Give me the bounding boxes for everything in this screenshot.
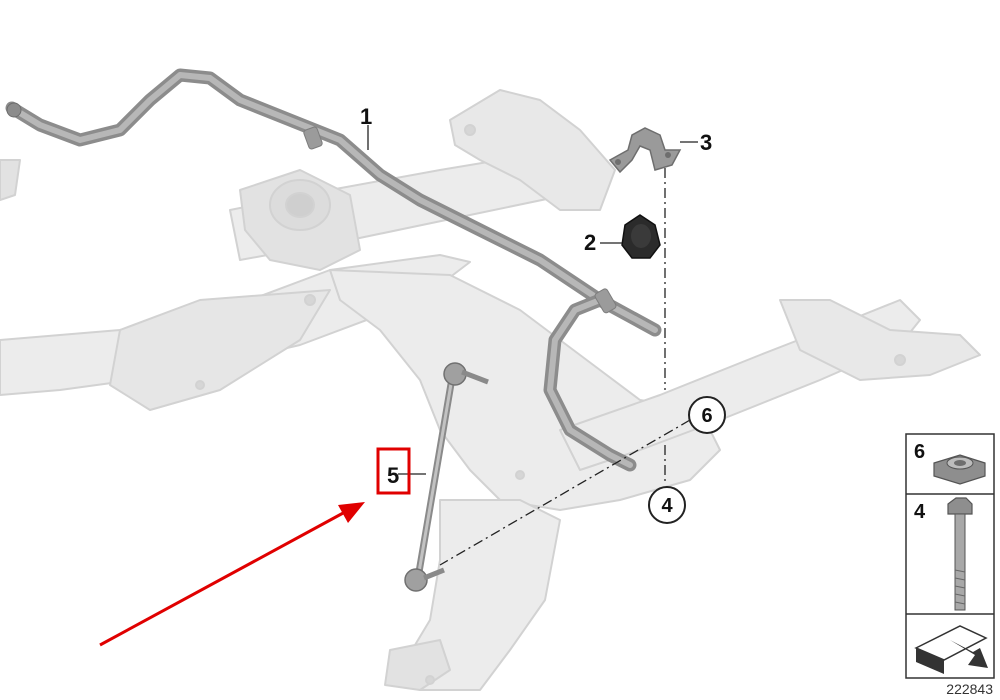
callout-labels: 1 3 2 5 — [360, 104, 712, 488]
hex-nut-icon — [933, 454, 986, 485]
legend-nut-label: 6 — [914, 441, 925, 463]
legend-bolt-label: 4 — [914, 501, 926, 523]
leader-lines — [367, 125, 698, 566]
highlight-box — [376, 447, 411, 495]
callout-6: 6 — [701, 405, 712, 427]
rubber-mounting — [621, 214, 661, 259]
callout-1: 1 — [360, 104, 372, 129]
front-subframe — [0, 89, 981, 691]
callout-3: 3 — [700, 130, 712, 155]
bolt-icon — [947, 497, 973, 611]
callout-5: 5 — [387, 463, 399, 488]
callout-4: 4 — [661, 495, 673, 517]
stabilizer-link — [404, 362, 489, 592]
exploded-view-icon — [914, 625, 988, 674]
red-arrow-icon — [99, 502, 365, 647]
callout-2: 2 — [584, 230, 596, 255]
fastener-legend: 6 4 — [905, 433, 995, 679]
stabilizer-bar — [5, 68, 662, 472]
stabilizer-bracket — [608, 127, 682, 174]
circled-callout-4: 4 — [648, 486, 686, 524]
reference-number: 222843 — [946, 681, 993, 697]
circled-callout-6: 6 — [688, 396, 726, 434]
